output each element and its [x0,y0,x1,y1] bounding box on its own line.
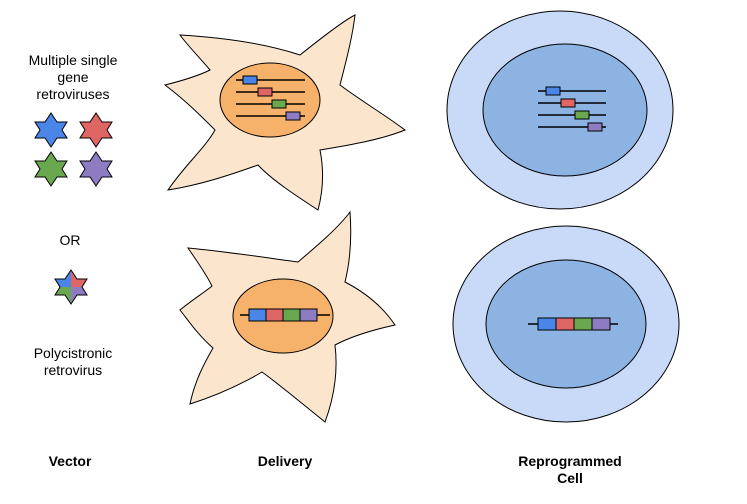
polycistronic-retrovirus-icon [54,269,88,305]
multiple-retroviruses-label-line2: gene [57,69,89,85]
reprogrammed-nucleus-top [482,43,648,177]
gene-insert-red [257,87,273,97]
poly-segment-red [265,308,284,322]
polycistronic-label-line1: Polycistronic [33,345,113,361]
multiple-retroviruses-label-line1: Multiple single [28,52,118,68]
column-label-vector: Vector [48,453,92,469]
gene-insert-blue [242,75,258,85]
column-label-reprogrammed-line1: Reprogrammed [518,453,622,469]
poly-segment-green [282,308,301,322]
fibroblast-cell-top [163,14,407,211]
gene-insert-purple [285,111,301,121]
fibroblast-nucleus-top [219,62,321,138]
gene-insert-green [271,99,287,109]
retrovirus-red-icon [79,112,113,148]
fibroblast-cell-bottom [179,210,396,423]
poly-segment-blue [248,308,267,322]
column-label-reprogrammed-line2: Cell [557,470,583,486]
or-label: OR [59,232,81,248]
polycistronic-label-line2: retrovirus [43,362,103,378]
column-label-delivery: Delivery [257,453,313,469]
multiple-retroviruses-label-line3: retroviruses [36,86,110,102]
reprogrammed-cell-top [446,10,674,210]
retrovirus-green-icon [34,151,68,187]
retrovirus-purple-icon [79,151,113,187]
poly-segment-purple [299,308,318,322]
reprogrammed-cell-bottom [452,225,680,423]
retrovirus-blue-icon [34,112,68,148]
